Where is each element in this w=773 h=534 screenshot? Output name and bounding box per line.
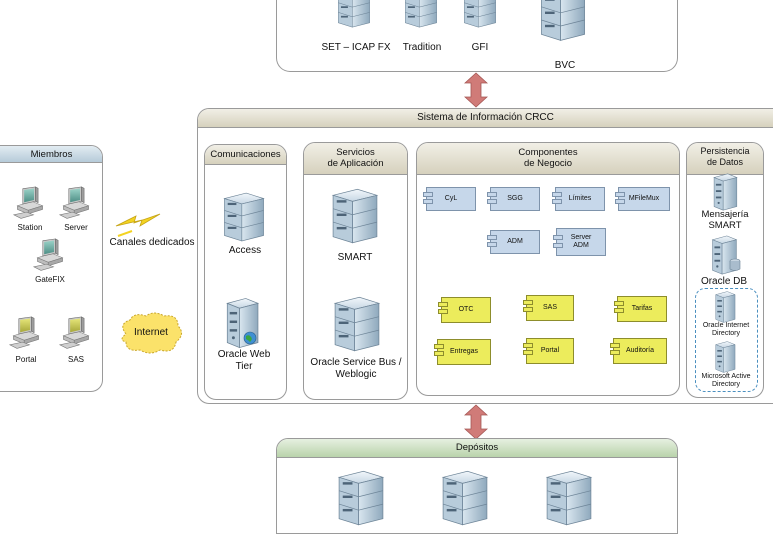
- server-label-tradition: Tradition: [402, 42, 442, 53]
- comunicaciones-title: Comunicaciones: [210, 149, 281, 160]
- oracle-web-tier-label: Oracle Web Tier: [217, 349, 271, 372]
- internet-cloud-icon: [121, 312, 182, 354]
- station-label: Station: [17, 223, 43, 232]
- component-label: SAS: [542, 304, 557, 311]
- server-icon: [440, 470, 490, 526]
- component-label: OTC: [458, 306, 474, 313]
- workstation-icon: [12, 186, 48, 222]
- server-member-label: Server: [64, 223, 88, 232]
- oracle-db-label: Oracle DB: [700, 276, 748, 287]
- server-icon: [539, 0, 587, 42]
- server-icon: [336, 470, 386, 526]
- comunicaciones-header: Comunicaciones: [205, 145, 286, 165]
- server-icon: [544, 470, 594, 526]
- workstation-icon: [58, 316, 94, 352]
- persistencia-title-line2: de Datos: [706, 157, 744, 167]
- component-tarifas: Tarifas: [614, 296, 667, 322]
- depositos-header: Depósitos: [277, 439, 677, 458]
- miembros-title: Miembros: [30, 149, 73, 160]
- directory-group: [695, 288, 758, 392]
- component-label: Entregas: [449, 348, 479, 355]
- workstation-icon: [32, 238, 68, 274]
- component-entregas: Entregas: [434, 339, 491, 365]
- componentes-title-line2: de Negocio: [523, 158, 573, 169]
- workstation-icon: [58, 186, 94, 222]
- servicios-header: Servicios de Aplicación: [304, 143, 407, 175]
- server-icon: [334, 0, 374, 28]
- component-mfilemux: MFileMux: [615, 187, 670, 211]
- component-label: Server ADM: [570, 234, 592, 249]
- server-icon: [222, 192, 266, 242]
- server-icon: [713, 340, 737, 374]
- component-label: Límites: [568, 195, 592, 202]
- component-sas: SAS: [523, 295, 574, 321]
- lightning-icon: [115, 213, 161, 237]
- component-label: Portal: [540, 347, 560, 354]
- oracle-internet-directory-label: Oracle Internet Directory: [702, 322, 750, 337]
- component-sgg: SGG: [487, 187, 540, 211]
- component-label: CyL: [444, 195, 458, 202]
- servicios-title-line2: de Aplicación: [327, 158, 384, 169]
- miembros-panel: Miembros: [0, 145, 103, 392]
- component-limites: Límites: [552, 187, 605, 211]
- server-icon: [330, 188, 380, 244]
- server-label-bvc: BVC: [554, 60, 576, 71]
- component-otc: OTC: [438, 297, 491, 323]
- globe-icon: [243, 331, 257, 345]
- double-arrow-icon: [464, 404, 488, 440]
- component-server-adm: Server ADM: [553, 228, 606, 256]
- component-auditoria: Auditoría: [610, 338, 667, 364]
- smart-label: SMART: [337, 252, 373, 263]
- gatefix-label: GateFIX: [35, 275, 65, 284]
- sas-member-label: SAS: [67, 355, 84, 364]
- servicios-title-line1: Servicios: [336, 147, 375, 158]
- component-label: Auditoría: [625, 347, 655, 354]
- component-label: MFileMux: [628, 195, 660, 202]
- double-arrow-icon: [464, 72, 488, 108]
- server-icon: [460, 0, 500, 28]
- server-icon: [713, 290, 737, 324]
- server-label-gfi: GFI: [471, 42, 489, 53]
- mensajeria-smart-label: Mensajería SMART: [701, 209, 749, 231]
- depositos-title: Depósitos: [455, 442, 499, 453]
- server-icon: [332, 296, 382, 352]
- workstation-icon: [8, 316, 44, 352]
- persistencia-title-line1: Persistencia: [700, 146, 750, 156]
- component-portal: Portal: [523, 338, 574, 364]
- component-label: ADM: [507, 238, 523, 245]
- component-cyl: CyL: [423, 187, 476, 211]
- internet-label: Internet: [134, 327, 168, 338]
- oracle-service-bus-label: Oracle Service Bus / Weblogic: [310, 357, 402, 380]
- servicios-panel: Servicios de Aplicación: [303, 142, 408, 400]
- main-panel-title: Sistema de Información CRCC: [417, 112, 554, 123]
- server-label-set-icap: SET – ICAP FX: [321, 42, 391, 53]
- componentes-title-line1: Componentes: [518, 147, 578, 158]
- microsoft-active-directory-label: Microsoft Active Directory: [701, 373, 751, 388]
- main-panel-header: Sistema de Información CRCC: [198, 109, 773, 128]
- server-icon: [710, 172, 740, 212]
- server-icon: [401, 0, 441, 28]
- miembros-header: Miembros: [0, 146, 102, 163]
- top-panel: SET – ICAP FX Tradition GFI BVC: [276, 0, 678, 72]
- persistencia-header: Persistencia de Datos: [687, 143, 763, 175]
- comunicaciones-panel: Comunicaciones: [204, 144, 287, 400]
- database-icon: [729, 258, 741, 271]
- component-adm: ADM: [487, 230, 540, 254]
- access-label: Access: [228, 245, 262, 256]
- componentes-header: Componentes de Negocio: [417, 143, 679, 175]
- canales-dedicados-label: Canales dedicados: [109, 237, 195, 248]
- component-label: SGG: [507, 195, 523, 202]
- portal-label: Portal: [15, 355, 37, 364]
- server-icon: [220, 296, 264, 350]
- component-label: Tarifas: [631, 305, 653, 312]
